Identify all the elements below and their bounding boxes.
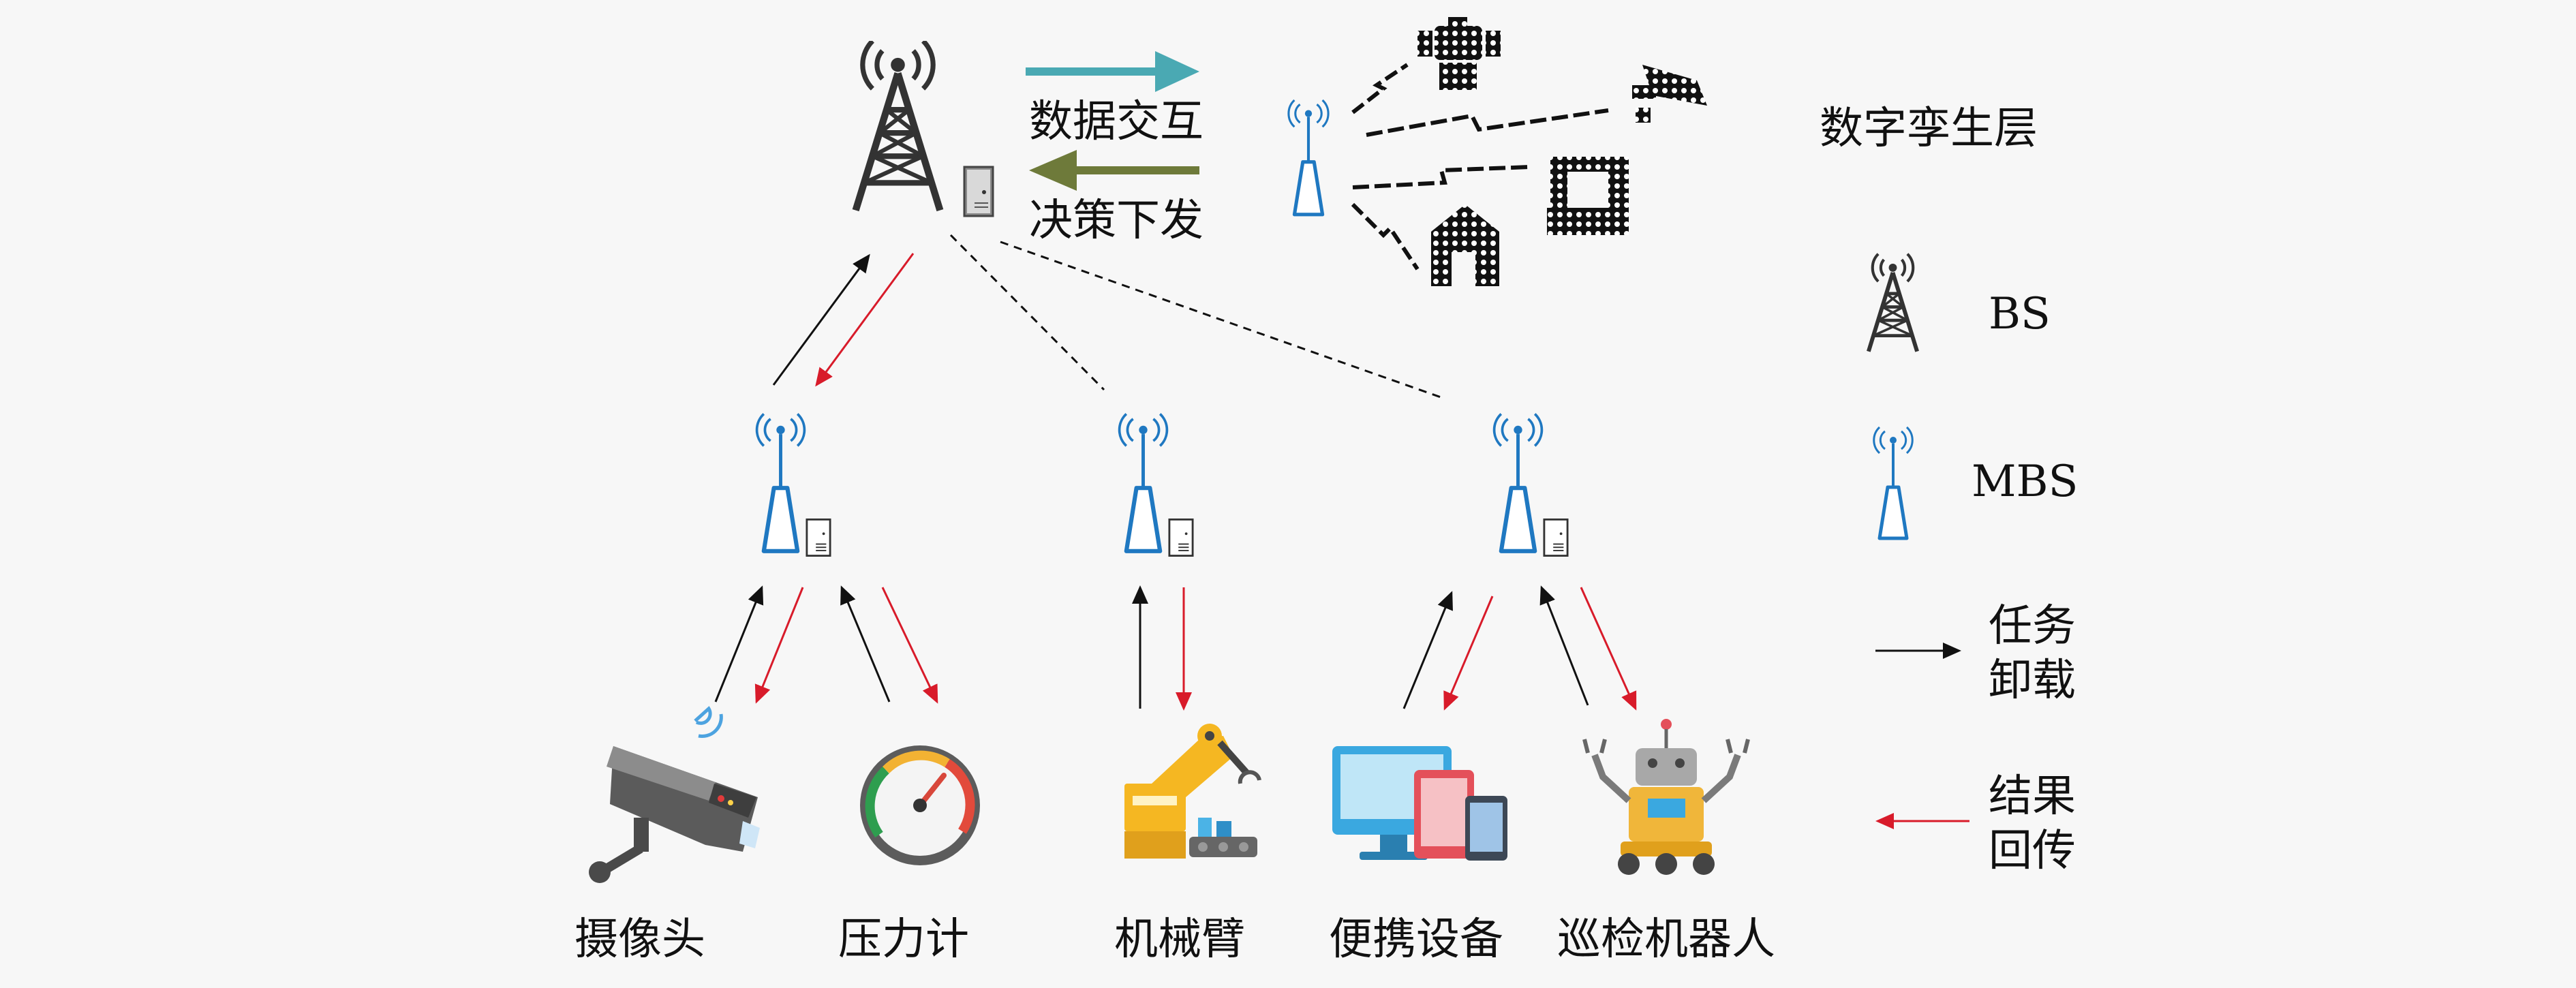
dashed-link-bs-mbs3	[1000, 241, 1445, 400]
data-exchange-arrow	[1026, 51, 1199, 92]
patrol-robot-icon	[1582, 719, 1750, 875]
legend-bs-icon	[1869, 254, 1917, 352]
pressure-gauge-label: 压力计	[838, 914, 969, 965]
legend-bs-label: BS	[1989, 289, 2051, 339]
return-arrow-camera	[754, 587, 804, 704]
mbs-node-2	[1120, 414, 1194, 557]
legend-mbs-label: MBS	[1972, 457, 2078, 507]
bs-tower-icon	[856, 41, 940, 211]
twin-house-icon	[1431, 204, 1499, 286]
decision-issue-label: 决策下发	[1029, 196, 1203, 246]
mbs-icon	[757, 414, 805, 551]
twin-mbs-icon	[1289, 100, 1328, 215]
mbs-icon	[1494, 414, 1542, 551]
portable-devices-icon	[1332, 746, 1507, 861]
offload-arrow-mbs1-bs	[772, 253, 870, 386]
decision-issue-arrow	[1029, 150, 1199, 191]
bs-server-icon	[963, 166, 994, 217]
return-arrow-robot	[1580, 587, 1637, 711]
portable-device-label: 便携设备	[1329, 914, 1503, 965]
legend: BS MBS 任务 卸载 结果 回传	[1869, 254, 2078, 876]
security-camera-icon	[589, 706, 760, 883]
legend-offload-line1: 任务	[1989, 601, 2076, 651]
return-arrow-portable	[1443, 596, 1494, 711]
twin-arm-icon	[1547, 157, 1629, 235]
dashed-link-bs-mbs2	[949, 234, 1105, 391]
twin-camera-icon	[1632, 65, 1707, 123]
pressure-gauge-icon	[860, 745, 980, 865]
offload-arrow-gauge	[840, 585, 891, 703]
mbs-node-1	[757, 414, 831, 557]
wireless-links-icon	[1351, 63, 1609, 271]
mbs-node-3	[1494, 414, 1569, 557]
digital-twin-cluster	[1289, 17, 1707, 286]
legend-offload-line2: 卸载	[1989, 655, 2076, 706]
server-icon	[1543, 518, 1569, 557]
legend-return-line1: 结果	[1989, 771, 2076, 822]
mbs-icon	[1120, 414, 1167, 551]
legend-mbs-icon	[1874, 427, 1913, 538]
server-icon	[806, 518, 831, 557]
offload-arrow-portable	[1402, 591, 1453, 709]
robotic-arm-icon	[1124, 724, 1261, 859]
legend-return-line2: 回传	[1989, 826, 2076, 876]
digital-twin-layer-label: 数字孪生层	[1820, 104, 2038, 154]
data-exchange-label: 数据交互	[1029, 97, 1203, 147]
camera-label: 摄像头	[574, 914, 705, 965]
offload-arrow-robot	[1539, 585, 1589, 706]
twin-robot-icon	[1417, 17, 1501, 90]
patrol-robot-label: 巡检机器人	[1557, 914, 1775, 965]
return-arrow-bs-mbs1	[815, 253, 915, 387]
return-arrow-gauge	[881, 587, 938, 704]
server-icon	[1168, 518, 1194, 557]
robotic-arm-label: 机械臂	[1114, 914, 1245, 965]
offload-arrow-camera	[714, 585, 764, 703]
